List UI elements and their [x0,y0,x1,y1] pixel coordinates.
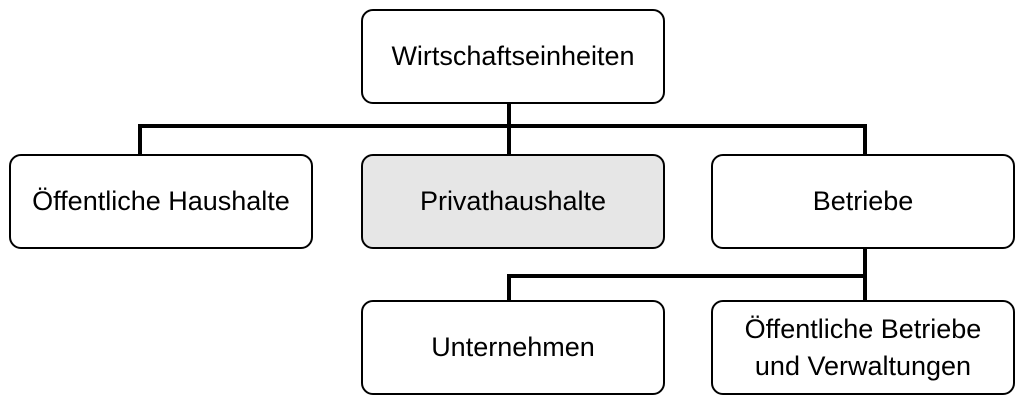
node-oeffentliche-betriebe-und-verwaltungen: Öffentliche Betriebe und Verwaltungen [711,300,1015,395]
node-label: Privathaushalte [419,186,607,216]
node-label: Betriebe [812,186,914,216]
node-label: Öffentliche Betriebe und Verwaltungen [744,313,982,381]
node-wirtschaftseinheiten: Wirtschaftseinheiten [361,9,665,104]
node-label: Wirtschaftseinheiten [391,41,635,71]
node-label: Unternehmen [431,332,595,362]
node-label: Öffentliche Haushalte [32,186,290,216]
node-oeffentliche-haushalte: Öffentliche Haushalte [9,154,313,249]
node-unternehmen: Unternehmen [361,300,665,395]
node-betriebe: Betriebe [711,154,1015,249]
node-privathaushalte: Privathaushalte [361,154,665,249]
